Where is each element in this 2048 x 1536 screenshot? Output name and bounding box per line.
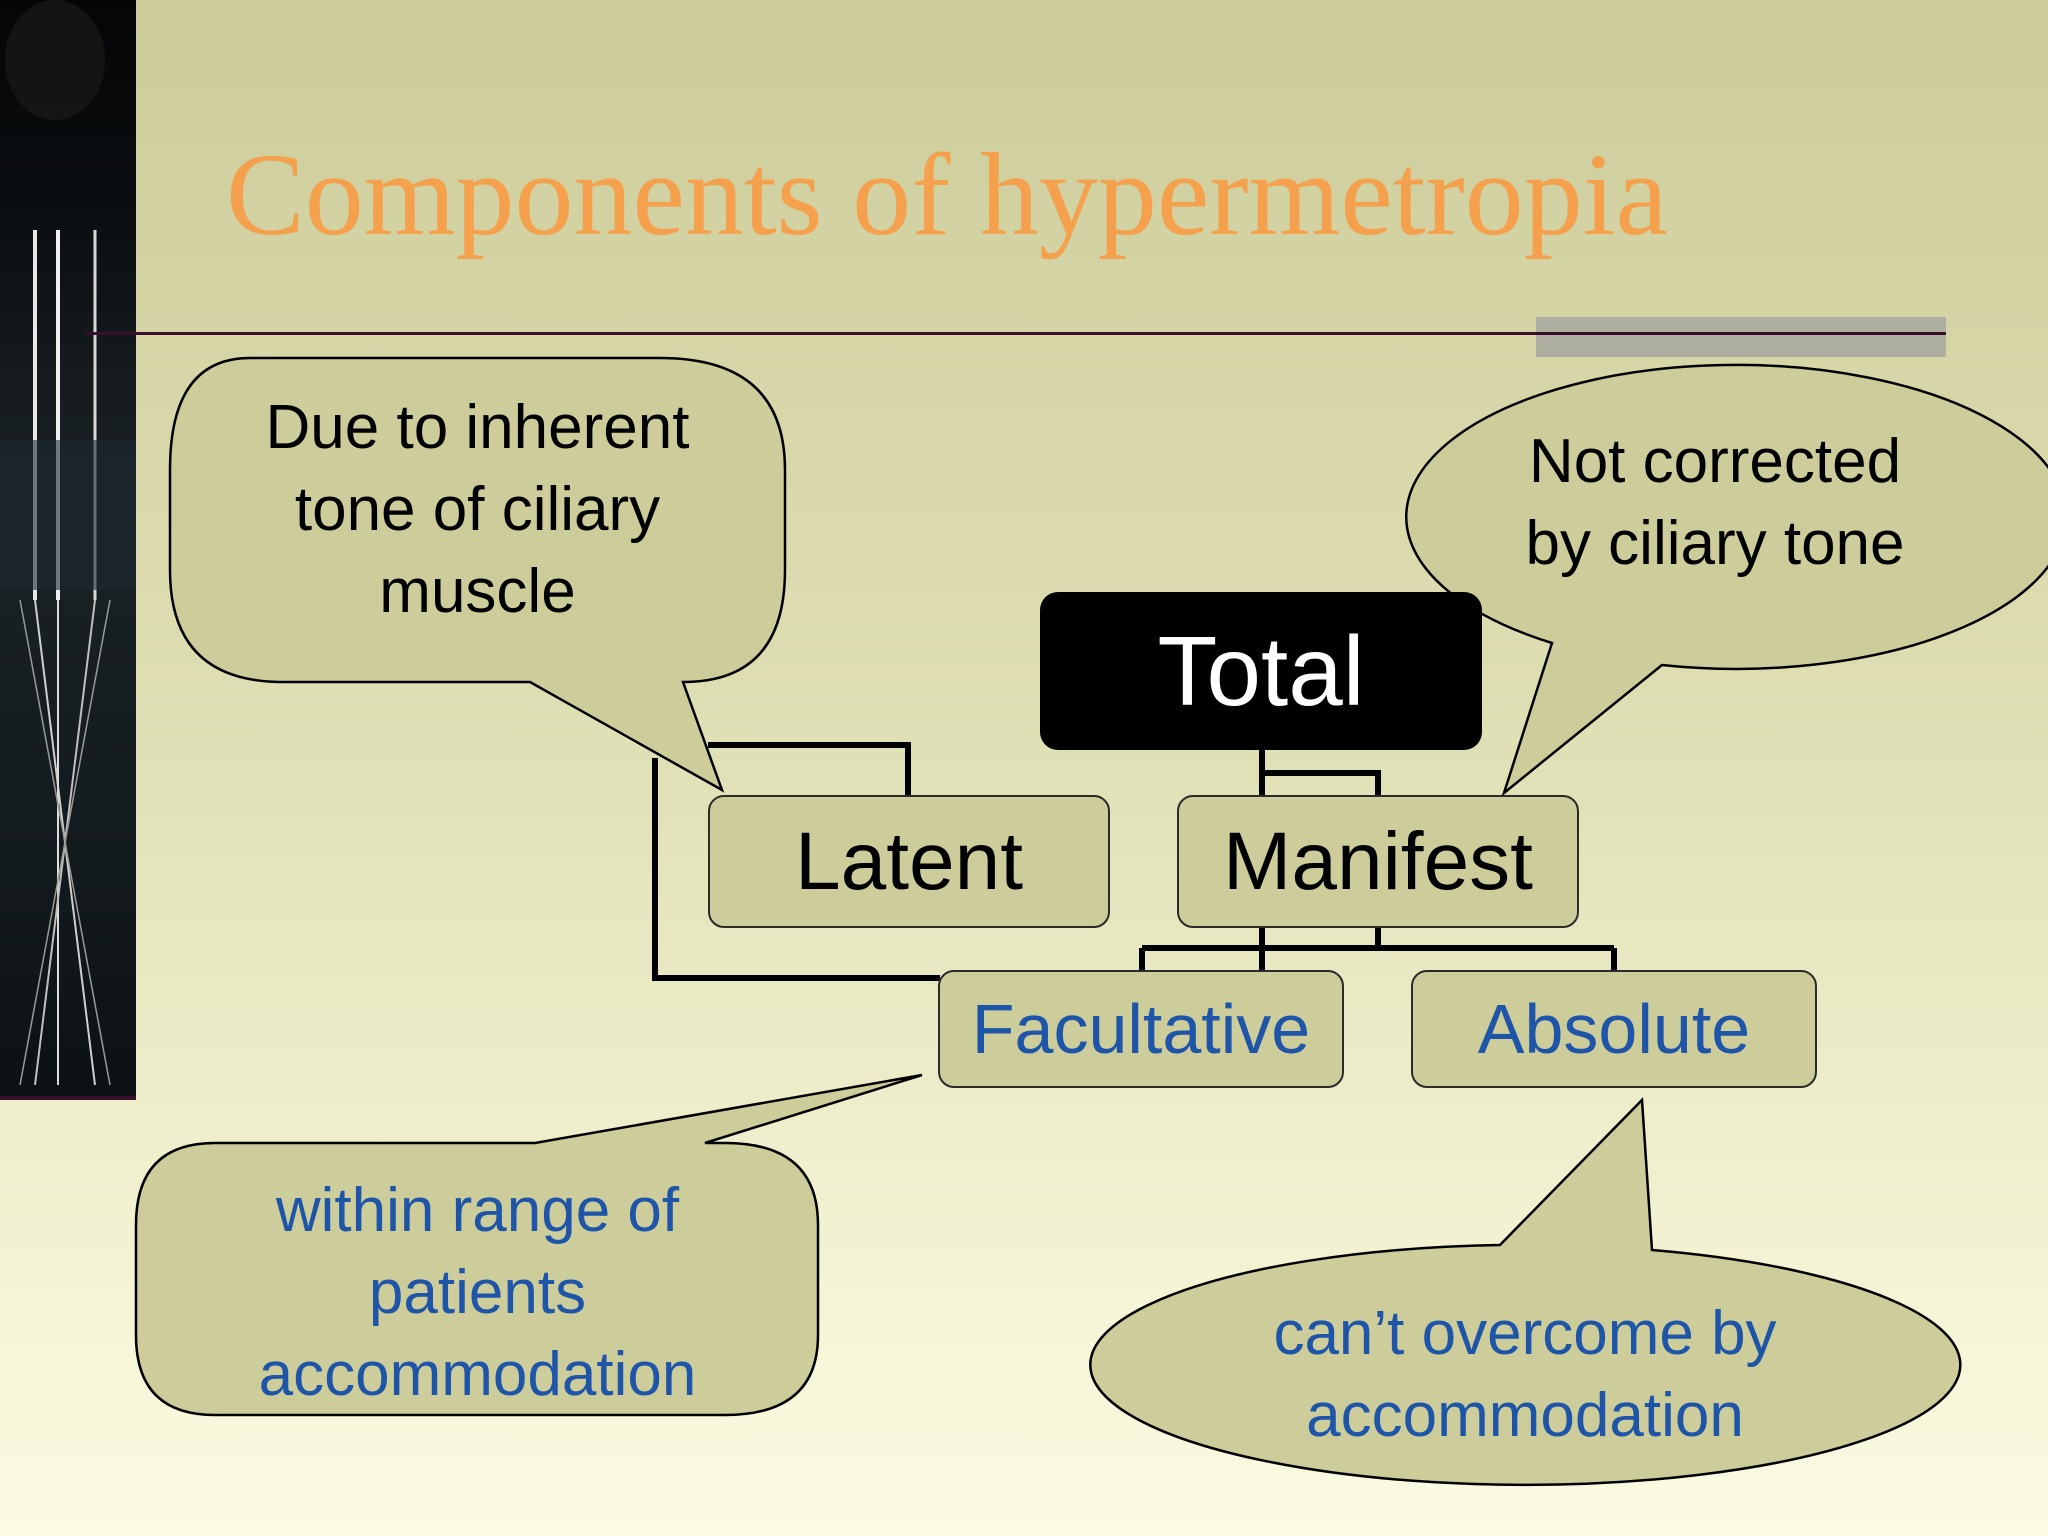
title-rule (86, 332, 1946, 335)
callout-facultative-line-1: within range of (275, 1176, 680, 1245)
connector-manifest-children (1139, 928, 1617, 970)
callout-facultative-line-2: patients (368, 1258, 587, 1327)
node-manifest: Manifest (1177, 795, 1579, 928)
callout-absolute-text: can’t overcome by accommodation (1150, 1292, 1900, 1457)
node-absolute: Absolute (1411, 970, 1817, 1088)
node-facultative: Facultative (938, 970, 1344, 1088)
callout-latent-shape (168, 356, 787, 793)
callout-manifest-line-2: by ciliary tone (1525, 509, 1905, 578)
callout-absolute-shape (1089, 1097, 1962, 1487)
callout-facultative-shape (134, 1073, 923, 1417)
callout-manifest-line-1: Not corrected (1528, 427, 1902, 496)
connector-total-facultative (652, 758, 940, 981)
callout-absolute-line-2: accommodation (1306, 1380, 1744, 1450)
callout-latent-line-3: muscle (379, 557, 576, 626)
callout-facultative-text: within range of patients accommodation (150, 1168, 805, 1418)
slide-title: Components of hypermetropia (226, 129, 1668, 260)
callout-latent-line-1: Due to inherent (265, 393, 690, 462)
node-latent: Latent (708, 795, 1110, 928)
side-photo (0, 0, 136, 1100)
connector-total-latent (708, 742, 1265, 795)
side-photo-graphic (0, 0, 136, 1086)
callout-manifest-text: Not corrected by ciliary tone (1420, 418, 2010, 588)
callout-latent-text: Due to inherent tone of ciliary muscle (190, 385, 765, 635)
title-rule-accent (1536, 317, 1946, 357)
node-total: Total (1040, 592, 1482, 750)
callout-latent-line-2: tone of ciliary (294, 475, 661, 544)
callout-manifest-shape (1405, 363, 2048, 797)
callout-absolute-line-1: can’t overcome by (1273, 1298, 1777, 1368)
callout-facultative-line-3: accommodation (258, 1340, 697, 1409)
connector-total-manifest (1259, 750, 1381, 795)
